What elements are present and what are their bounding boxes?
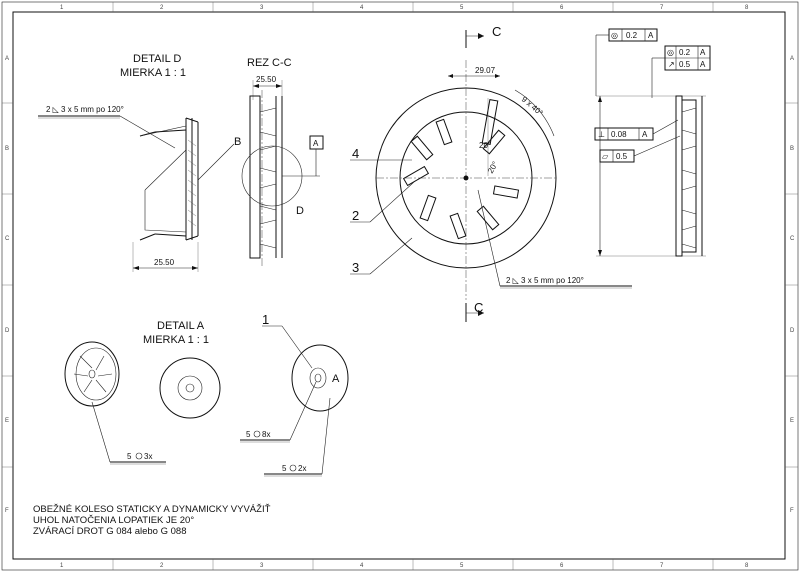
section-marker-bottom: C bbox=[474, 300, 483, 315]
row-label: A bbox=[790, 56, 794, 62]
datum-a: A bbox=[313, 139, 319, 148]
col-label: 3 bbox=[260, 563, 264, 569]
row-label: F bbox=[790, 508, 794, 514]
row-label: C bbox=[790, 236, 795, 242]
row-label: E bbox=[790, 418, 794, 424]
weld-right-size: 5 bbox=[282, 464, 287, 473]
col-label: 1 bbox=[60, 563, 64, 569]
col-label: 7 bbox=[660, 563, 664, 569]
fcf-datum: A bbox=[648, 31, 654, 40]
detail-d-view: DETAIL D MIERKA 1 : 1 2 ◺ 3 x 5 mm po 12… bbox=[38, 53, 241, 272]
front-view: C C 29.07 9 x 40° 20° 20° 4 bbox=[350, 24, 632, 322]
detail-d-scale: MIERKA 1 : 1 bbox=[120, 67, 186, 79]
fcf-value: 0.2 bbox=[626, 31, 638, 40]
row-label: A bbox=[5, 56, 9, 62]
col-label: 7 bbox=[660, 5, 664, 11]
weld-note-left: 2 ◺ 3 x 5 mm po 120° bbox=[46, 105, 124, 114]
fcf-value: 0.2 bbox=[679, 48, 691, 57]
col-label: 2 bbox=[160, 563, 164, 569]
fcf-symbol: ◎ bbox=[667, 48, 674, 57]
col-label: 8 bbox=[745, 5, 749, 11]
row-label: F bbox=[5, 508, 9, 514]
fcf-symbol: ⊥ bbox=[598, 130, 605, 139]
fcf-symbol: ◎ bbox=[611, 31, 618, 40]
fcf-right: ◎ 0.2 A ↗ 0.5 A bbox=[651, 45, 711, 98]
detail-a-ref: A bbox=[332, 373, 340, 385]
weld-right-count: 2x bbox=[298, 464, 306, 473]
balloon-1: 1 bbox=[262, 312, 269, 327]
col-label: 4 bbox=[360, 563, 364, 569]
section-cc-title: REZ C-C bbox=[247, 57, 292, 69]
side-view: ◎ 0.2 A ◎ 0.2 A ↗ 0.5 A bbox=[594, 28, 711, 257]
weld-note-right: 2 ◺ 3 x 5 mm po 120° bbox=[506, 276, 584, 285]
zone-labels: 1 2 3 4 5 6 7 8 1 2 3 4 5 6 7 8 A B C D … bbox=[5, 5, 795, 569]
detail-d-width: 25.50 bbox=[154, 258, 175, 267]
detail-a-scale: MIERKA 1 : 1 bbox=[143, 334, 209, 346]
row-label: B bbox=[790, 146, 794, 152]
callout-b: B bbox=[234, 136, 241, 148]
note-line: UHOL NATOČENIA LOPATIEK JE 20° bbox=[33, 515, 194, 526]
detail-ref-d: D bbox=[296, 205, 304, 217]
weld-left-size: 5 bbox=[127, 452, 132, 461]
col-label: 4 bbox=[360, 5, 364, 11]
fcf-datum: A bbox=[700, 60, 706, 69]
row-label: E bbox=[5, 418, 9, 424]
col-label: 1 bbox=[60, 5, 64, 11]
angle-a: 20° bbox=[479, 141, 491, 150]
general-notes: OBEŽNÉ KOLESO STATICKY A DYNAMICKY VYVÁŽ… bbox=[33, 504, 271, 537]
section-cc-width: 25.50 bbox=[256, 75, 277, 84]
weld-mid-size: 5 bbox=[246, 430, 251, 439]
fcf-value: 0.5 bbox=[679, 60, 691, 69]
row-label: B bbox=[5, 146, 9, 152]
blade-slots bbox=[402, 99, 520, 240]
col-label: 3 bbox=[260, 5, 264, 11]
col-label: 5 bbox=[460, 5, 464, 11]
fcf-datum: A bbox=[642, 130, 648, 139]
fcf-perp: ⊥ 0.08 A bbox=[594, 119, 679, 141]
row-label: D bbox=[5, 328, 10, 334]
col-label: 6 bbox=[560, 563, 564, 569]
section-marker-top: C bbox=[492, 24, 501, 39]
fcf-value: 0.08 bbox=[611, 130, 627, 139]
col-label: 8 bbox=[745, 563, 749, 569]
note-line: OBEŽNÉ KOLESO STATICKY A DYNAMICKY VYVÁŽ… bbox=[33, 504, 271, 515]
row-label: C bbox=[5, 236, 10, 242]
detail-a-view: DETAIL A MIERKA 1 : 1 1 A 5 3x 5 8x 5 bbox=[64, 312, 349, 477]
weld-left-count: 3x bbox=[144, 452, 152, 461]
detail-a-title: DETAIL A bbox=[157, 320, 205, 332]
drawing-frame bbox=[12, 11, 786, 560]
col-label: 5 bbox=[460, 563, 464, 569]
balloon-3: 3 bbox=[352, 260, 359, 275]
fcf-flat: ▱ 0.5 bbox=[599, 135, 681, 163]
balloon-2: 2 bbox=[352, 208, 359, 223]
fcf-value: 0.5 bbox=[616, 152, 628, 161]
balloon-4: 4 bbox=[352, 146, 359, 161]
col-label: 6 bbox=[560, 5, 564, 11]
row-label: D bbox=[790, 328, 795, 334]
fcf-top: ◎ 0.2 A bbox=[595, 28, 658, 96]
fcf-symbol: ▱ bbox=[602, 152, 609, 161]
note-line: ZVÁRACÍ DROT G 084 alebo G 088 bbox=[33, 526, 186, 537]
weld-mid-count: 8x bbox=[262, 430, 270, 439]
fcf-datum: A bbox=[700, 48, 706, 57]
front-dim-h: 29.07 bbox=[475, 66, 496, 75]
fcf-symbol: ↗ bbox=[668, 60, 675, 69]
detail-d-title: DETAIL D bbox=[133, 53, 181, 65]
front-dim-angle: 9 x 40° bbox=[520, 95, 545, 118]
col-label: 2 bbox=[160, 5, 164, 11]
section-cc-view: REZ C-C 25.50 D A bbox=[241, 57, 324, 268]
